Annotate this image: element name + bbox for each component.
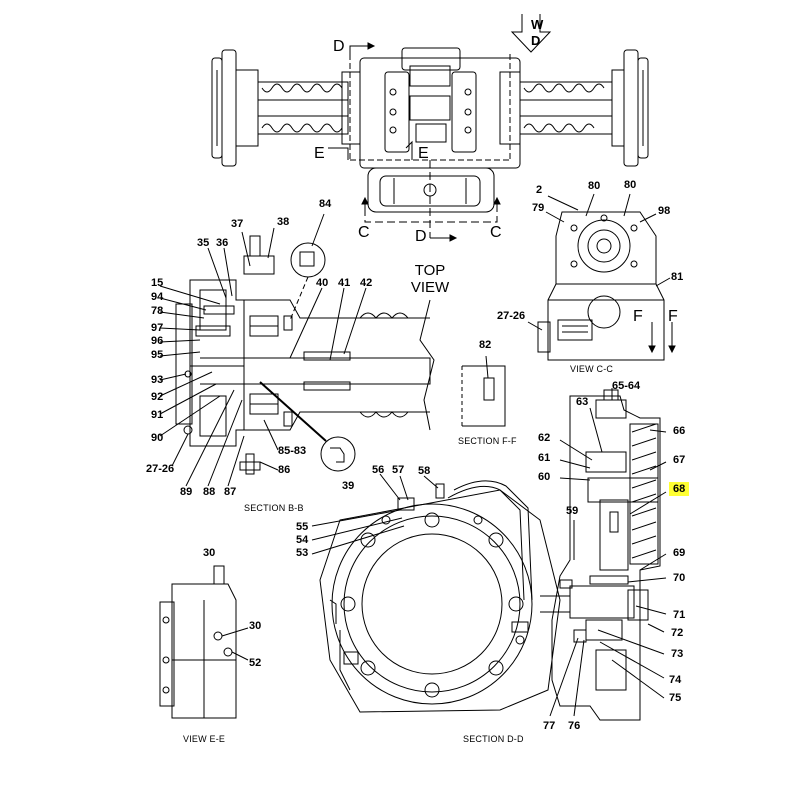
callout-label: 35 [197,237,210,249]
section-d-d-caption: SECTION D-D [463,734,524,744]
callout-label: 96 [151,335,164,347]
section-marker-e-right: E [418,145,429,162]
callout-label: 72 [671,627,684,639]
top-view-line-1: TOP [414,262,446,279]
callout-label: 87 [224,486,237,498]
callout-label: 80 [624,179,637,191]
section-marker-f-right: F [668,308,678,325]
callout-label: 40 [316,277,329,289]
callout-label: 67 [673,454,686,466]
callout-label: 55 [296,521,309,533]
top-view-axle [211,14,649,242]
view-e-e [159,565,249,719]
callout-label: 77 [543,720,556,732]
callout-label: 73 [671,648,684,660]
callout-label: 88 [203,486,216,498]
callout-label: 91 [151,409,164,421]
callout-label: 85-83 [278,445,307,457]
callout-label: 52 [249,657,262,669]
section-marker-d-bottom: D [415,228,427,245]
callout-label: 60 [538,471,551,483]
callout-label: 76 [568,720,581,732]
callout-label: 37 [231,218,244,230]
callout-label: 30 [203,547,216,559]
callout-label: 39 [342,480,355,492]
callout-label: 30 [249,620,262,632]
callout-label: 90 [151,432,164,444]
callout-label: 59 [566,505,579,517]
callout-label: 93 [151,374,164,386]
callout-label: 71 [673,609,686,621]
callout-label: 82 [479,339,492,351]
callout-label: 97 [151,322,164,334]
callout-label: 78 [151,305,164,317]
callout-label: 79 [532,202,545,214]
callout-label: 74 [669,674,682,686]
callout-label: 57 [392,464,405,476]
callout-label: 89 [180,486,193,498]
callout-label: 69 [673,547,686,559]
section-b-b [159,213,435,487]
section-marker-c-left: C [358,224,370,241]
callout-label: 80 [588,180,601,192]
callout-label: 62 [538,432,551,444]
section-marker-e-left: E [314,145,325,162]
callout-label-highlighted: 68 [669,482,690,496]
section-d-d-housing [311,473,561,713]
callout-label: 95 [151,349,164,361]
top-view-line-2: VIEW [410,279,450,296]
callout-label: 15 [151,277,164,289]
callout-label: 92 [151,391,164,403]
callout-label: 58 [418,465,431,477]
callout-label: 63 [576,396,589,408]
section-d-d-gearbox [540,388,667,721]
callout-label: 61 [538,452,551,464]
callout-label: 41 [338,277,351,289]
section-marker-c-right: C [490,224,502,241]
section-marker-d-arrow: D [531,33,541,48]
callout-label: 36 [216,237,229,249]
view-e-e-caption: VIEW E-E [183,734,226,744]
callout-label: 66 [673,425,686,437]
section-marker-d-top: D [333,38,345,55]
callout-label: 56 [372,464,385,476]
callout-label: 65-64 [612,380,641,392]
callout-label: 75 [669,692,682,704]
callout-label: 86 [278,464,291,476]
callout-label: 53 [296,547,309,559]
highlight-68: 68 [669,482,690,496]
callout-label: 94 [151,291,164,303]
view-c-c [527,193,676,361]
section-marker-f-left: F [633,308,643,325]
callout-label: 70 [673,572,686,584]
callout-label: 27-26 [497,310,526,322]
callout-label: 2 [536,184,543,196]
section-f-f [461,355,506,427]
callout-label: 84 [319,198,332,210]
section-marker-w: W [531,17,544,32]
section-f-f-caption: SECTION F-F [458,436,517,446]
callout-label: 81 [671,271,684,283]
callout-label: 38 [277,216,290,228]
callout-label: 54 [296,534,309,546]
view-c-c-caption: VIEW C-C [570,364,614,374]
callout-label: 98 [658,205,671,217]
callout-label: 42 [360,277,373,289]
callout-label: 27-26 [146,463,175,475]
top-view-caption: TOP VIEW [405,262,455,296]
section-b-b-caption: SECTION B-B [244,503,304,513]
